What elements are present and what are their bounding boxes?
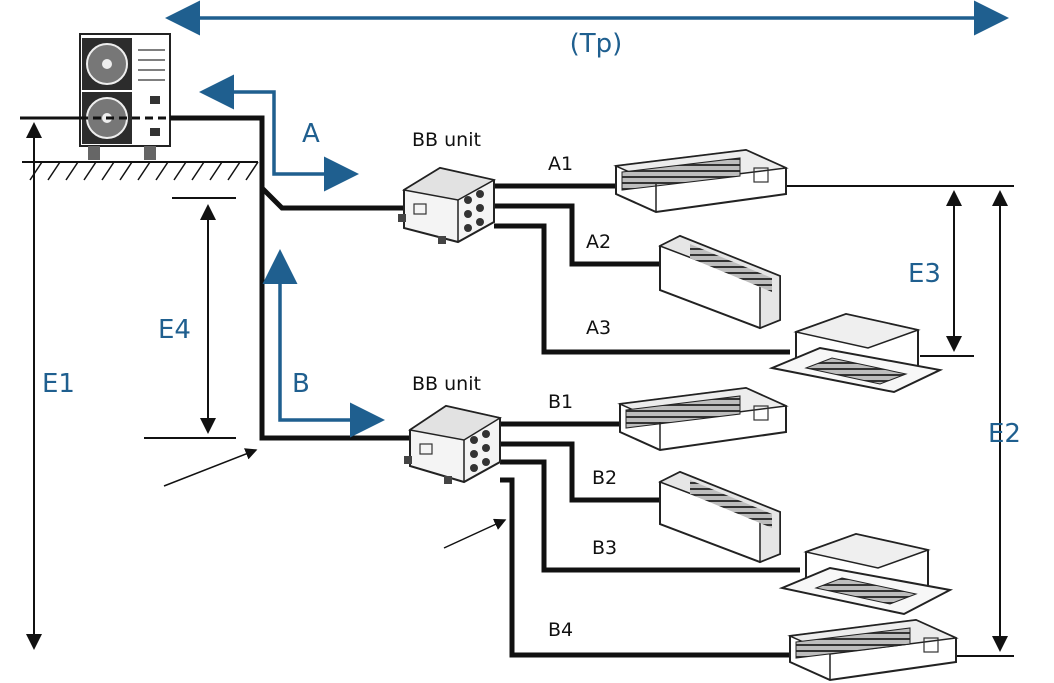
branch-b-arrow <box>262 249 385 438</box>
branch-label-b2: B2 <box>592 467 617 489</box>
branch-pipes-b <box>500 421 800 658</box>
pointer-arrow-branch <box>443 518 507 549</box>
outdoor-unit-icon <box>79 33 171 160</box>
bb-unit-top-icon <box>398 166 497 244</box>
duct-unit-b1-icon <box>617 386 789 452</box>
duct-unit-a1-icon <box>613 148 789 214</box>
e3-label: E3 <box>908 259 941 289</box>
main-pipe <box>170 115 410 441</box>
wall-unit-b2-icon <box>658 470 781 564</box>
e4-label: E4 <box>158 315 191 345</box>
branch-label-a3: A3 <box>586 317 611 339</box>
cassette-unit-a3-icon <box>768 312 944 394</box>
bb-unit-top-label: BB unit <box>412 129 481 151</box>
e1-label: E1 <box>42 369 75 399</box>
branch-label-b1: B1 <box>548 391 573 413</box>
cassette-unit-b3-icon <box>778 532 954 616</box>
e4-dimension <box>144 197 236 439</box>
branch-label-b3: B3 <box>592 537 617 559</box>
e2-label: E2 <box>988 419 1021 449</box>
branch-label-a2: A2 <box>586 231 611 253</box>
bb-unit-bottom-icon <box>404 404 502 484</box>
duct-unit-b4-icon <box>787 618 959 682</box>
tp-label: (Tp) <box>570 29 623 59</box>
branch-label-b4: B4 <box>548 619 573 641</box>
bb-unit-bottom-label: BB unit <box>412 373 481 395</box>
pointer-arrow-main <box>163 448 258 487</box>
branch-pipes-a <box>494 183 790 355</box>
branch-label-a1: A1 <box>548 153 573 175</box>
e3-dimension <box>786 185 1014 357</box>
branch-a-label: A <box>302 119 320 149</box>
ground-hatch <box>22 161 259 181</box>
branch-b-label: B <box>292 369 310 399</box>
branch-a-arrow <box>199 74 359 192</box>
wall-unit-a2-icon <box>658 234 781 330</box>
